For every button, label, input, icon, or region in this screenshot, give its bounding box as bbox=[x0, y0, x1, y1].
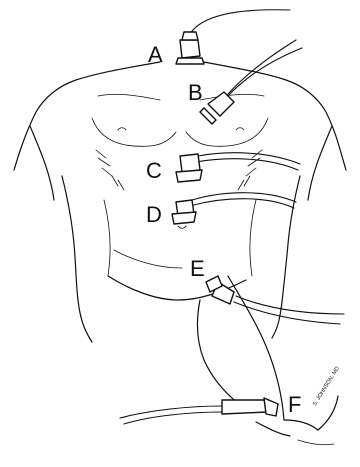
probe-d bbox=[172, 193, 296, 224]
probe-c bbox=[176, 153, 300, 182]
label-c: C bbox=[146, 160, 162, 182]
probe-f bbox=[120, 398, 278, 424]
label-f: F bbox=[288, 394, 301, 416]
probe-b bbox=[200, 40, 302, 124]
label-d: D bbox=[146, 204, 162, 226]
probe-e bbox=[206, 276, 344, 324]
label-a: A bbox=[148, 44, 163, 66]
leg-outline bbox=[197, 276, 338, 445]
label-e: E bbox=[190, 258, 205, 280]
label-b: B bbox=[188, 82, 203, 104]
